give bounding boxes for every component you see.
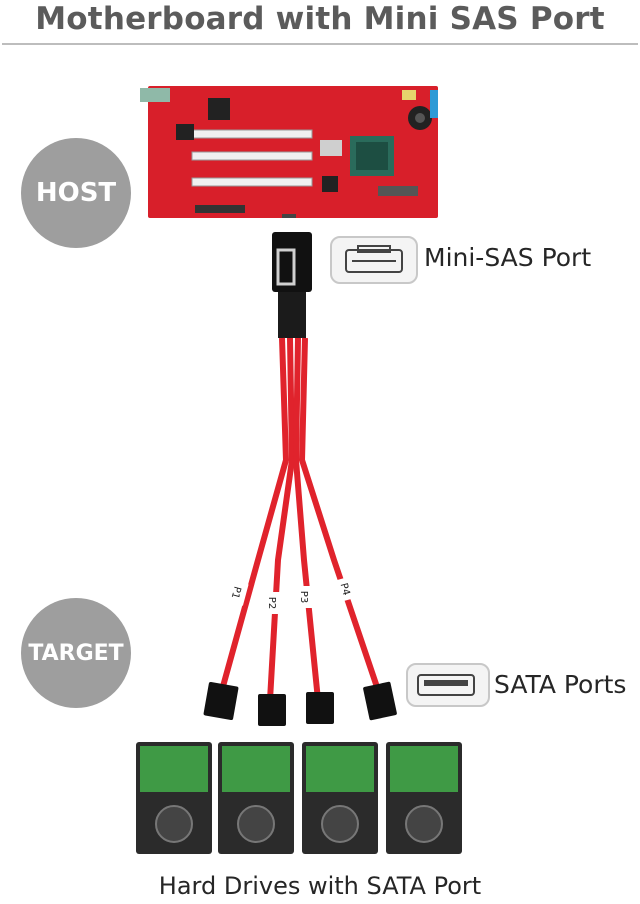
hard-drive-image	[136, 742, 212, 854]
mini-sas-port-label: Mini-SAS Port	[424, 243, 592, 272]
cable-tag-p2: P2	[266, 597, 277, 609]
hard-drives-label: Hard Drives with SATA Port	[158, 872, 482, 900]
hard-drive-image	[218, 742, 294, 854]
hard-drive-image	[386, 742, 462, 854]
cable-tags: P1 P2 P3 P4	[227, 576, 357, 614]
hard-drives	[136, 742, 462, 854]
mini-sas-port-icon	[330, 236, 418, 284]
sata-port-icon	[406, 663, 490, 707]
cable-tag-p1: P1	[229, 585, 243, 600]
hard-drive-image	[302, 742, 378, 854]
cable-tag-p3: P3	[298, 591, 309, 603]
sata-ports-label: SATA Ports	[494, 670, 627, 699]
mini-sas-cable	[203, 232, 397, 726]
host-badge: HOST	[21, 138, 131, 248]
target-badge: TARGET	[21, 598, 131, 708]
cable-tag-p4: P4	[338, 582, 352, 597]
title-divider	[2, 43, 638, 45]
motherboard-image	[140, 86, 438, 218]
page-title: Motherboard with Mini SAS Port	[35, 1, 605, 37]
